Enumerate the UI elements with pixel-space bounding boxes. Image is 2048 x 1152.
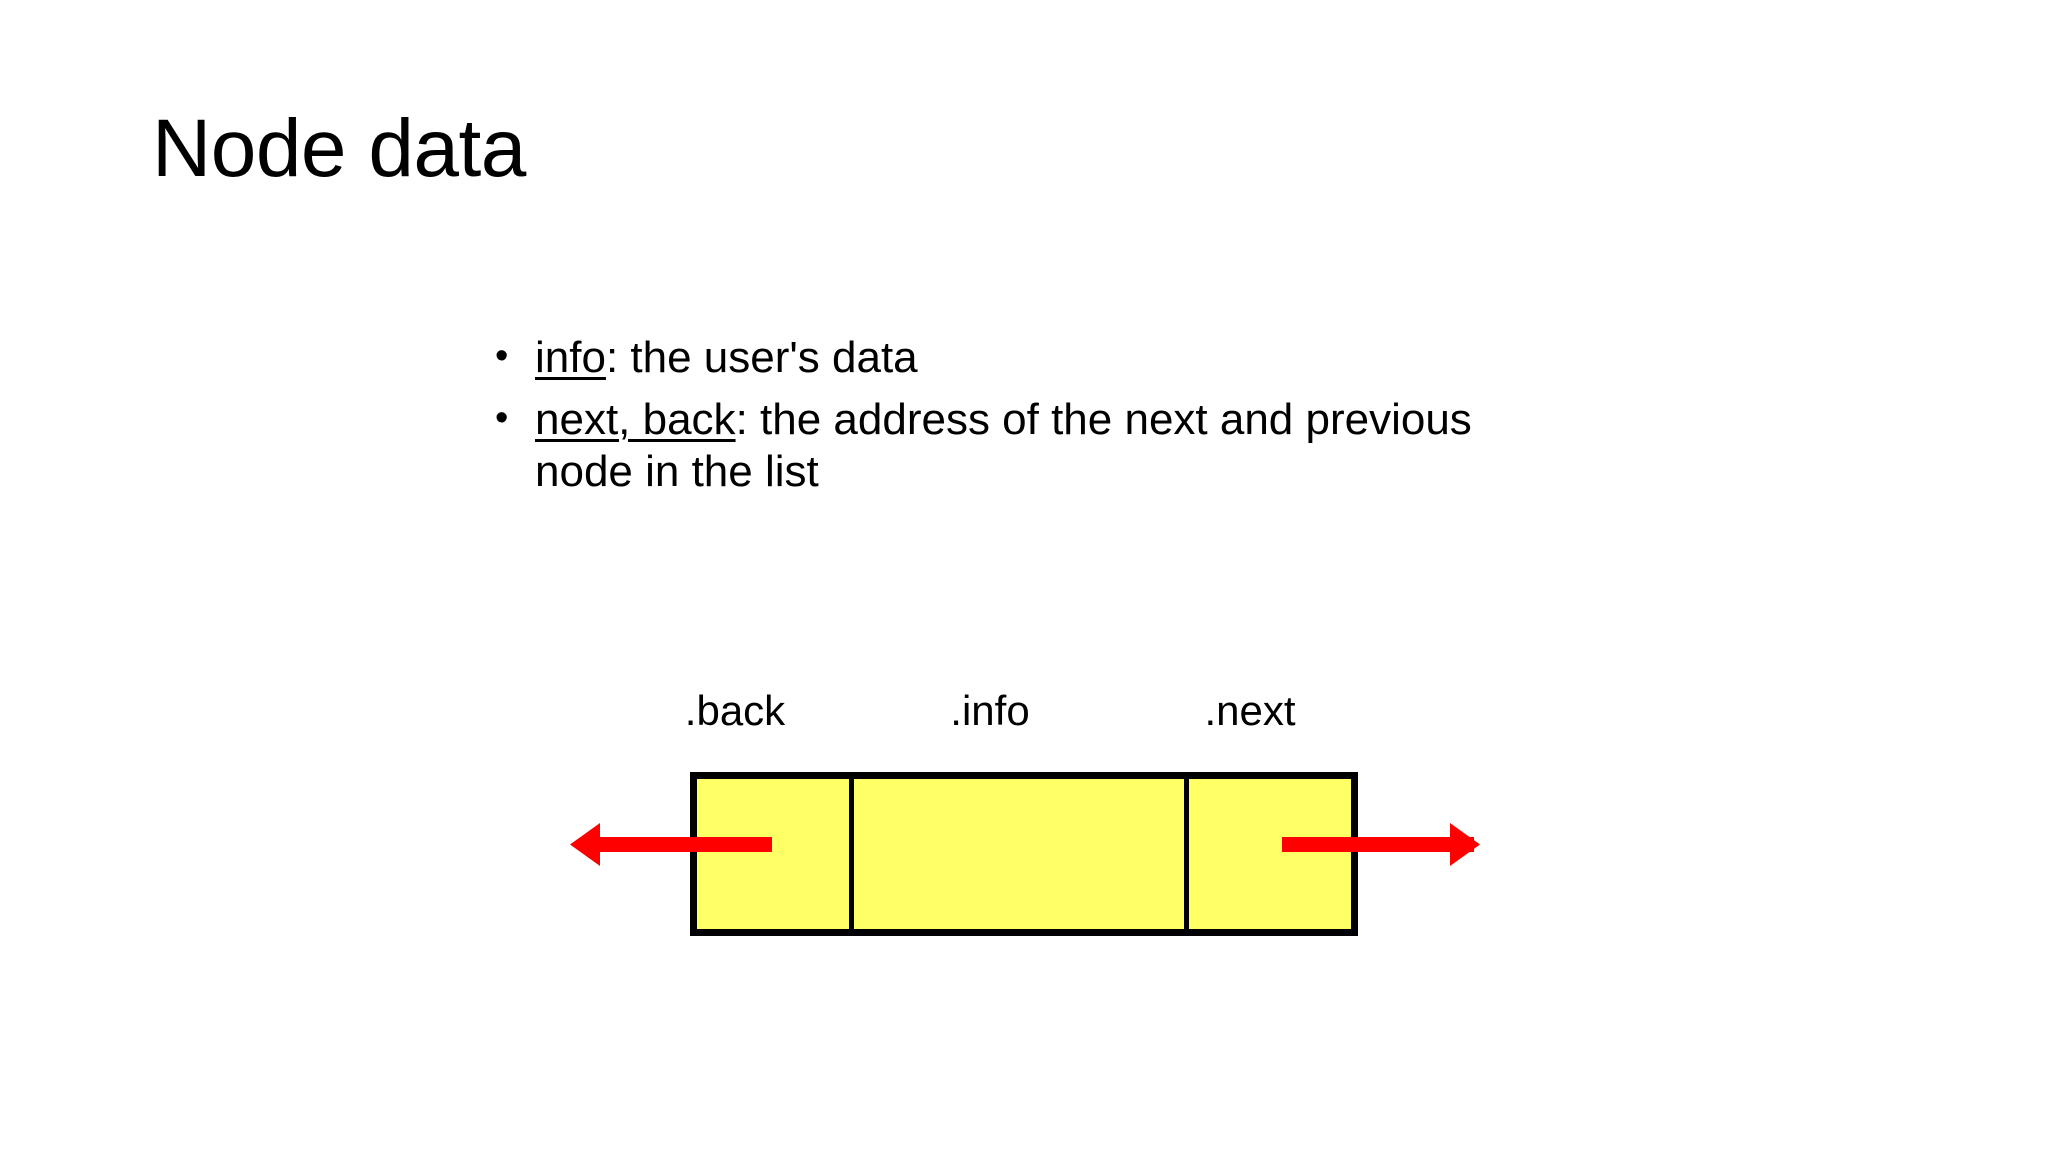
page-title: Node data	[152, 103, 526, 194]
node-cell-back	[697, 779, 854, 929]
cell-label-next: .next	[1204, 687, 1296, 734]
node-diagram: .back .info .next	[560, 690, 1520, 960]
cell-label-back: .back	[684, 687, 786, 734]
list-item-keyword: next, back	[535, 394, 736, 444]
bullet-marker-icon: •	[495, 335, 509, 377]
list-item-keyword: info	[535, 333, 606, 382]
list-item-text: info: the user's data	[535, 332, 1555, 384]
list-item: • info: the user's data	[495, 332, 1555, 384]
list-item-text: next, back: the address of the next and …	[535, 394, 1555, 498]
list-item-description: : the user's data	[605, 333, 918, 382]
node-cell-next	[1189, 779, 1351, 929]
node-cell-info	[854, 779, 1189, 929]
node-box	[690, 772, 1358, 936]
cell-label-info: .info	[950, 687, 1030, 734]
list-item: • next, back: the address of the next an…	[495, 394, 1555, 498]
list-item-description: : the address of the next and previous n…	[535, 394, 1472, 496]
bullet-list: • info: the user's data • next, back: th…	[495, 332, 1555, 508]
bullet-marker-icon: •	[495, 396, 509, 439]
